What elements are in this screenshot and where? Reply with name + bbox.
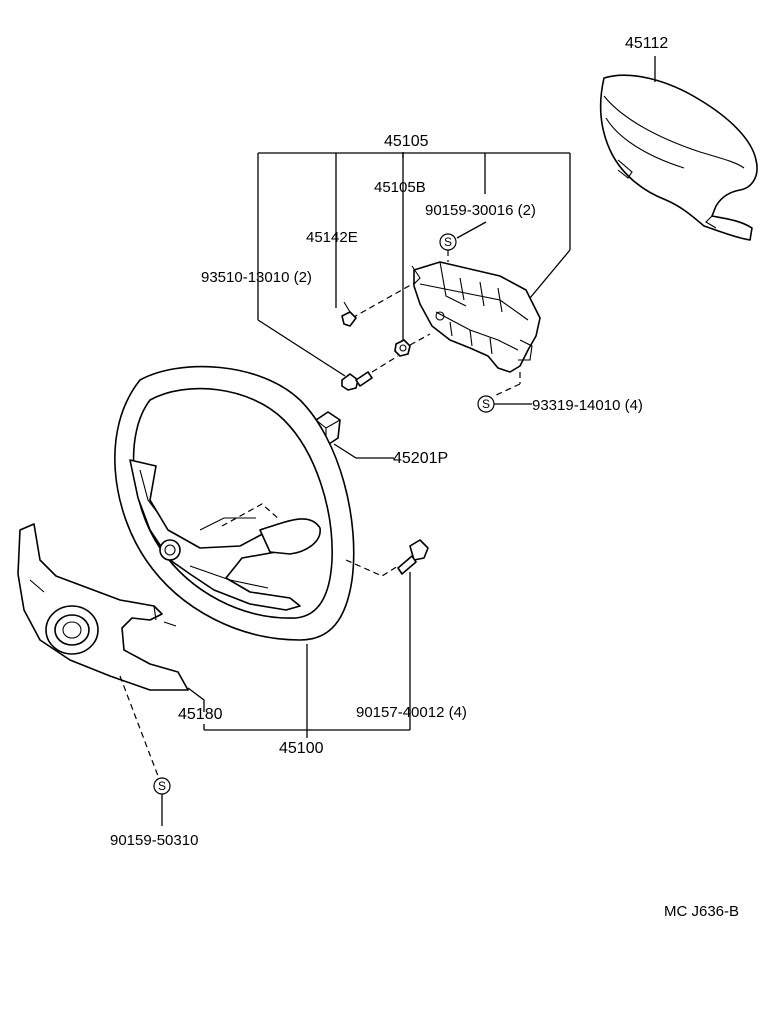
horn-pad-cover-drawing (599, 74, 758, 241)
service-symbol-upper: S (439, 221, 487, 251)
dashed-line-nut (409, 333, 431, 346)
steering-wheel-drawing (114, 365, 355, 641)
part-label-45105: 45105 (384, 133, 429, 150)
svg-text:S: S (158, 779, 166, 793)
part-label-45142e: 45142E (306, 229, 358, 246)
leader-45201p (333, 443, 394, 459)
service-symbol-93319: S (477, 372, 532, 413)
bolt-90157 (397, 539, 429, 575)
dashed-line-wheel-bolt (345, 559, 399, 577)
dashed-line-lower-screw (119, 675, 159, 777)
diagram-reference-code: MC J636-B (664, 903, 739, 920)
dashed-line-screw-45142e (351, 281, 417, 319)
screw-45142e (341, 301, 357, 327)
bolt-93510 (341, 371, 373, 391)
svg-text:S: S (482, 397, 490, 411)
part-label-90157-40012: 90157-40012 (4) (356, 704, 467, 721)
nut-45105b (394, 339, 411, 357)
part-label-90159-50310: 90159-50310 (110, 832, 198, 849)
lower-cover-drawing (17, 523, 189, 691)
bracket-45100 (203, 724, 410, 738)
part-label-45105b: 45105B (374, 179, 426, 196)
leader-45180 (187, 687, 205, 712)
part-label-90159-30016: 90159-30016 (2) (425, 202, 536, 219)
part-label-45180: 45180 (178, 706, 223, 723)
part-label-93319-14010: 93319-14010 (4) (532, 397, 643, 414)
service-symbol-lower: S (153, 777, 171, 826)
part-label-45201p: 45201P (393, 450, 448, 467)
svg-text:S: S (444, 235, 452, 249)
dashed-line-bolt-93510 (371, 355, 399, 373)
horn-bracket-drawing (411, 261, 541, 373)
part-label-45100: 45100 (279, 740, 324, 757)
dashed-line-wheel-center (221, 503, 281, 527)
part-label-45112: 45112 (625, 35, 668, 52)
part-label-93510-13010: 93510-13010 (2) (201, 269, 312, 286)
